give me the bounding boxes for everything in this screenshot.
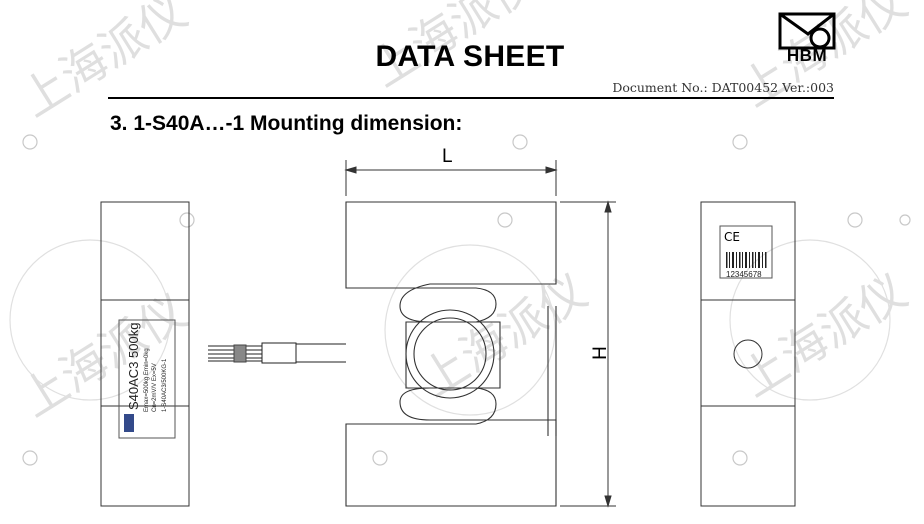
- label-plate-model: S40AC3 500kg: [126, 322, 141, 410]
- label-plate-line1: Emax=500kg Emin=0kg: [144, 348, 150, 412]
- serial-number: 12345678: [726, 270, 762, 279]
- section-heading: 3. 1-S40A…-1 Mounting dimension:: [110, 112, 463, 135]
- hbm-logo: [778, 12, 836, 50]
- document-number: Document No.: DAT00452 Ver.:003: [612, 80, 834, 95]
- label-plate-line2: Cn=2mV/V Ex=5V: [152, 363, 158, 412]
- label-plate-line3: 1-S40AC3/500KG-1: [162, 358, 168, 412]
- hbm-logo-text: HBM: [786, 46, 828, 65]
- page-title: DATA SHEET: [375, 40, 565, 73]
- dimension-label-length: L: [442, 146, 453, 167]
- dimension-label-height: H: [589, 346, 611, 360]
- ce-mark: CE: [724, 230, 740, 244]
- header-rule: [108, 97, 834, 99]
